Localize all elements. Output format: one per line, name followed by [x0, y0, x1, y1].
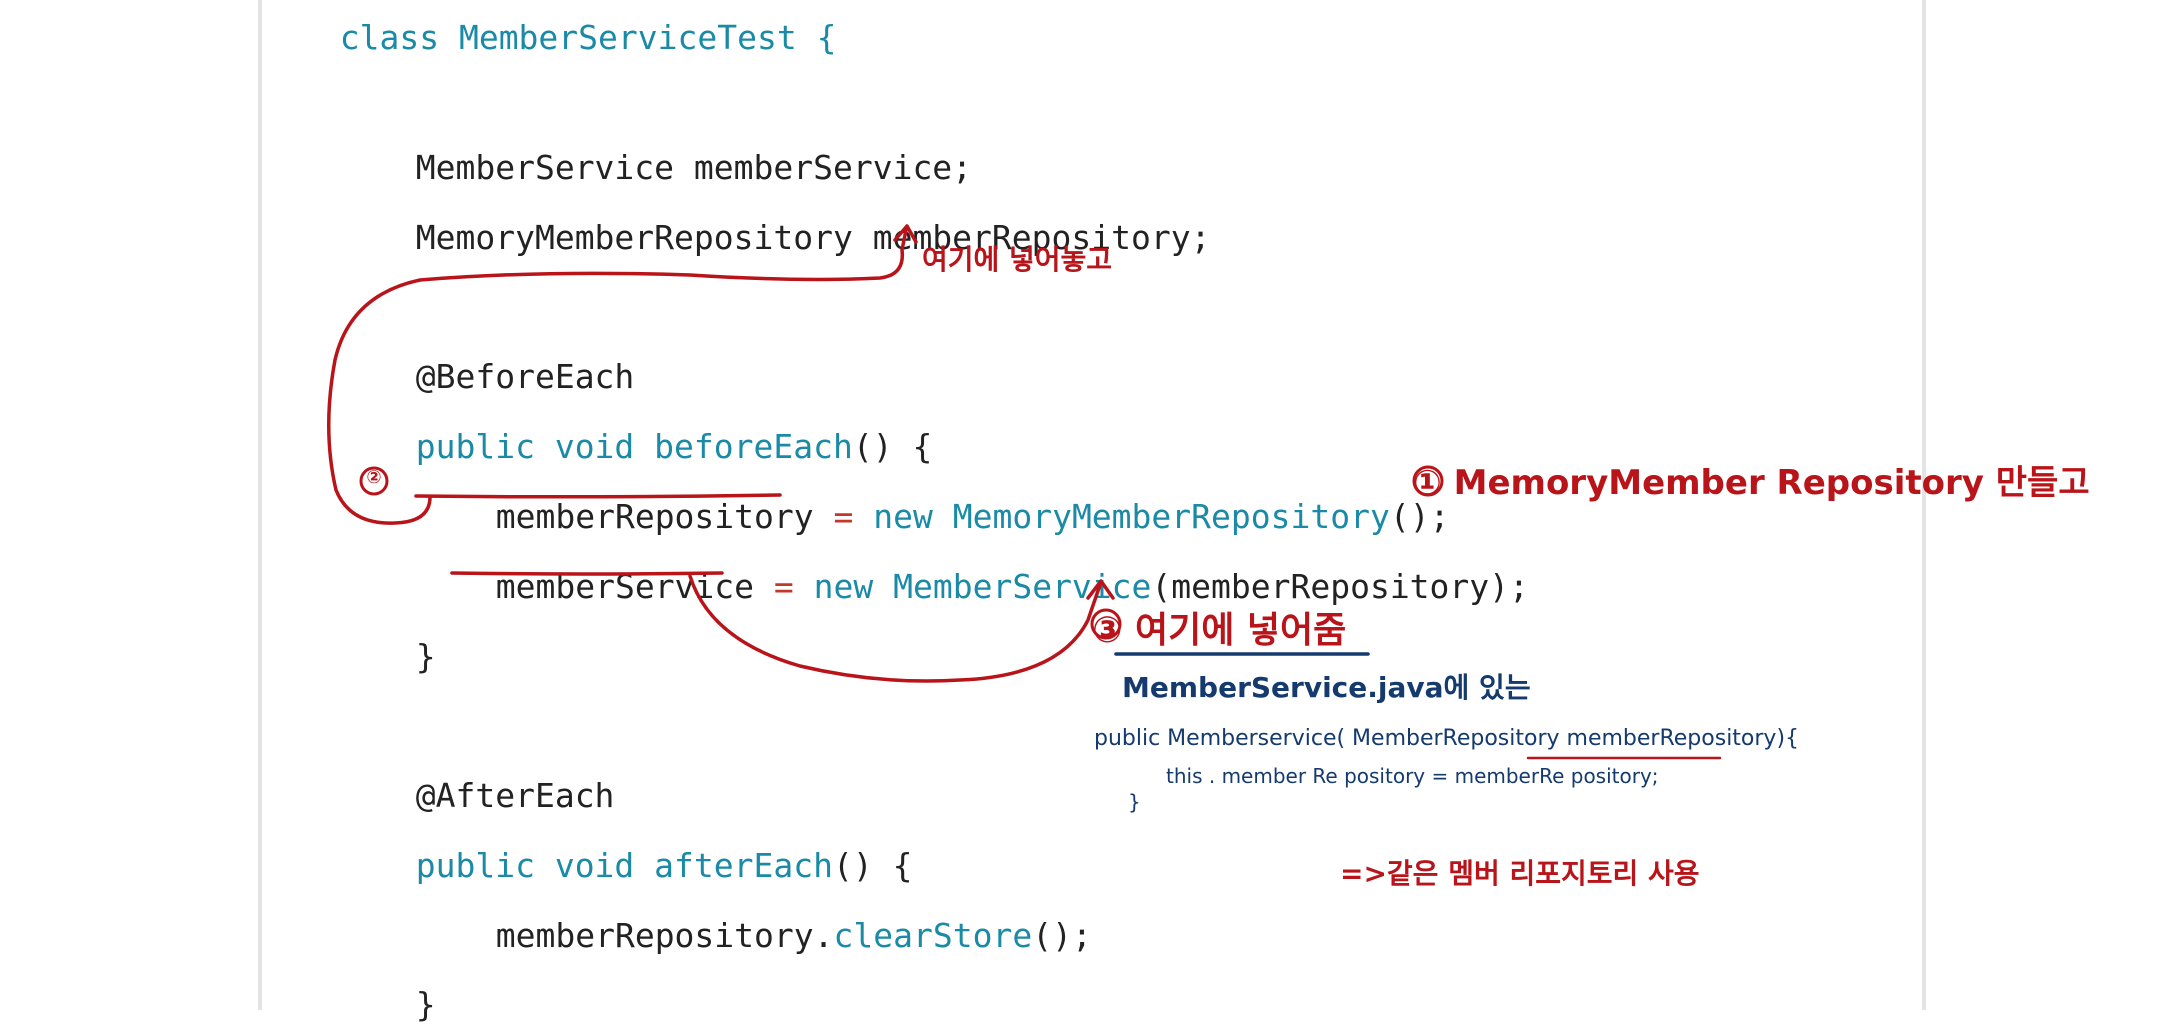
note-same-repository: =>같은 멤버 리포지토리 사용 — [1340, 857, 1700, 890]
after-each-signature: public void afterEach() { — [376, 806, 913, 886]
service-assignment: memberService = new MemberService(member… — [456, 527, 1529, 607]
after-each-keywords: public void — [415, 846, 655, 885]
clear-store-tail: (); — [1032, 916, 1092, 955]
service-assignment-tail: (memberRepository); — [1151, 567, 1529, 606]
close-brace-after-each: } — [376, 945, 436, 1025]
field-member-service: MemberService memberService; — [376, 108, 972, 188]
note-put-here: 여기에 넣어놓고 — [922, 243, 1113, 276]
repository-assignment: memberRepository = new MemoryMemberRepos… — [456, 457, 1450, 537]
repository-assignment-tail: (); — [1389, 497, 1450, 536]
note-step1: ① MemoryMember Repository 만들고 — [1413, 463, 2090, 503]
clear-store-object: memberRepository. — [495, 916, 834, 955]
class-declaration-line: class MemberServiceTest { — [300, 0, 837, 58]
service-assignment-var: memberService — [495, 567, 755, 606]
field-member-service-text: MemberService memberService; — [415, 148, 973, 187]
class-declaration: class MemberServiceTest { — [339, 18, 837, 57]
service-assignment-new: new — [813, 567, 894, 606]
clear-store-call: memberRepository.clearStore(); — [456, 876, 1092, 956]
note-step3: ③ 여기에 넣어줌 — [1092, 610, 1347, 651]
note-close-brace: } — [1128, 790, 1141, 814]
note-file: MemberService.java에 있는 — [1122, 671, 1531, 704]
note-constructor: public Memberservice( MemberRepository m… — [1094, 726, 1800, 751]
after-each-annotation-text: @AfterEach — [415, 776, 615, 815]
after-each-method-name: afterEach — [654, 846, 833, 885]
before-each-annotation: @BeforeEach — [376, 317, 635, 397]
service-assignment-op: = — [754, 567, 814, 606]
close-brace-before-each-text: } — [415, 637, 436, 676]
close-brace-before-each: } — [376, 597, 436, 677]
close-brace-after-each-text: } — [415, 985, 436, 1024]
before-each-signature: public void beforeEach() { — [376, 387, 933, 467]
clear-store-method: clearStore — [833, 916, 1033, 955]
after-each-annotation: @AfterEach — [376, 736, 615, 816]
repository-assignment-class: MemoryMemberRepository — [952, 497, 1390, 536]
note-step2-marker: ② — [366, 467, 382, 488]
after-each-tail: () { — [832, 846, 913, 885]
note-this-line: this . member Re pository = memberRe pos… — [1166, 764, 1659, 788]
